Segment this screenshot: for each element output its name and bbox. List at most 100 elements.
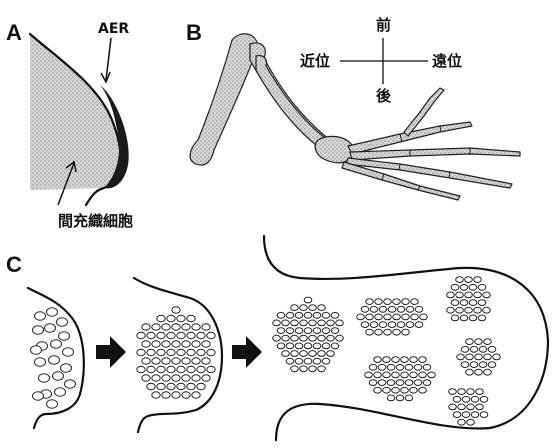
- condensed-cell: [369, 364, 377, 370]
- condensed-cell: [393, 299, 401, 305]
- mesenchyme-cell: [45, 324, 56, 332]
- condensed-cell: [465, 292, 473, 298]
- mesenchyme-cell: [162, 392, 170, 398]
- condensed-cell: [393, 314, 401, 320]
- condensed-cell: [273, 320, 281, 326]
- mesenchyme-cell: [61, 364, 72, 372]
- condensed-cell: [379, 322, 387, 328]
- condensed-cell: [291, 351, 299, 357]
- condensed-cell: [282, 335, 290, 341]
- mesenchyme-cell: [147, 332, 155, 338]
- mesenchyme-cell: [207, 332, 215, 338]
- condensed-cell: [322, 312, 330, 318]
- condensed-cell: [313, 328, 321, 334]
- condensed-cell: [415, 322, 423, 328]
- condensed-cell: [300, 366, 308, 372]
- condensed-cell: [478, 284, 486, 290]
- mesenchyme-cell: [192, 341, 200, 347]
- condensed-cell: [300, 305, 308, 311]
- condensed-cell: [331, 328, 339, 334]
- mesenchyme-cell: [152, 341, 160, 347]
- condensed-cell: [419, 372, 427, 378]
- condensed-cell: [273, 335, 281, 341]
- mesenchyme-cell: [172, 341, 180, 347]
- mesenchyme-cell: [49, 356, 60, 364]
- mesenchyme-cell: [172, 307, 180, 313]
- condensed-cell: [402, 314, 410, 320]
- condensed-cell: [387, 380, 395, 386]
- condensed-cell: [449, 389, 457, 395]
- condensed-cell: [461, 362, 469, 368]
- mesenchyme-cell: [182, 375, 190, 381]
- condensed-cell: [465, 307, 473, 313]
- condensed-cell: [374, 387, 382, 393]
- condensed-cell: [475, 339, 483, 345]
- mesenchyme-cell: [137, 366, 145, 372]
- condensed-cell: [295, 358, 303, 364]
- condensed-cell: [402, 299, 410, 305]
- stage2-mesenchyme-cells: [137, 307, 215, 398]
- aer-arrowhead: [101, 72, 110, 82]
- condensed-cell: [331, 312, 339, 318]
- condensed-cell: [383, 357, 391, 363]
- condensed-cell: [357, 314, 365, 320]
- stage3-condensations: [273, 277, 501, 425]
- mesenchyme-cell: [202, 358, 210, 364]
- mesenchyme-cell: [39, 374, 50, 382]
- mesenchyme-cell: [182, 392, 190, 398]
- condensed-cell: [392, 372, 400, 378]
- condensed-cell: [419, 387, 427, 393]
- condensed-cell: [366, 299, 374, 305]
- condensed-cell: [397, 306, 405, 312]
- condensed-cell: [375, 299, 383, 305]
- condensed-cell: [405, 395, 413, 401]
- mesenchyme-cell: [47, 400, 58, 408]
- mesenchyme-cell: [167, 349, 175, 355]
- condensed-cell: [471, 396, 479, 402]
- condensed-cell: [456, 307, 464, 313]
- mesenchyme-cell: [157, 315, 165, 321]
- condensed-cell: [467, 404, 475, 410]
- condensed-cell: [405, 364, 413, 370]
- condensed-cell: [383, 387, 391, 393]
- condensed-cell: [462, 396, 470, 402]
- condensed-cell: [411, 299, 419, 305]
- condensed-cell: [415, 306, 423, 312]
- condensed-cell: [396, 395, 404, 401]
- condensed-cell: [453, 396, 461, 402]
- condensed-cell: [295, 343, 303, 349]
- condensed-cell: [375, 329, 383, 335]
- condensed-cell: [300, 351, 308, 357]
- condensed-cell: [286, 312, 294, 318]
- stage-arrow-2: [232, 336, 262, 368]
- condensed-cell: [309, 335, 317, 341]
- mesenchyme-cell: [202, 324, 210, 330]
- condensed-cell: [460, 284, 468, 290]
- condensed-cell: [470, 346, 478, 352]
- mesenchyme-cell: [51, 340, 62, 348]
- condensed-cell: [304, 343, 312, 349]
- mesenchyme-cell: [197, 366, 205, 372]
- mesenchyme-cell: [147, 383, 155, 389]
- condensed-cell: [493, 354, 501, 360]
- condensed-cell: [369, 380, 377, 386]
- mesenchyme-cell: [152, 392, 160, 398]
- mesenchyme-cell: [172, 375, 180, 381]
- panel-a: A AER 間充織細胞: [6, 20, 133, 230]
- condensed-cell: [458, 419, 466, 425]
- mesenchyme-cell: [142, 324, 150, 330]
- condensed-cell: [484, 339, 492, 345]
- condensed-cell: [282, 351, 290, 357]
- panel-c-label: C: [6, 252, 22, 277]
- mesenchyme-cell: [157, 349, 165, 355]
- condensed-cell: [384, 314, 392, 320]
- condensed-cell: [282, 320, 290, 326]
- condensed-cell: [451, 284, 459, 290]
- condensed-cell: [370, 306, 378, 312]
- condensed-cell: [396, 380, 404, 386]
- condensed-cell: [447, 307, 455, 313]
- condensed-cell: [384, 329, 392, 335]
- condensed-cell: [410, 387, 418, 393]
- condensed-cell: [423, 380, 431, 386]
- condensed-cell: [277, 343, 285, 349]
